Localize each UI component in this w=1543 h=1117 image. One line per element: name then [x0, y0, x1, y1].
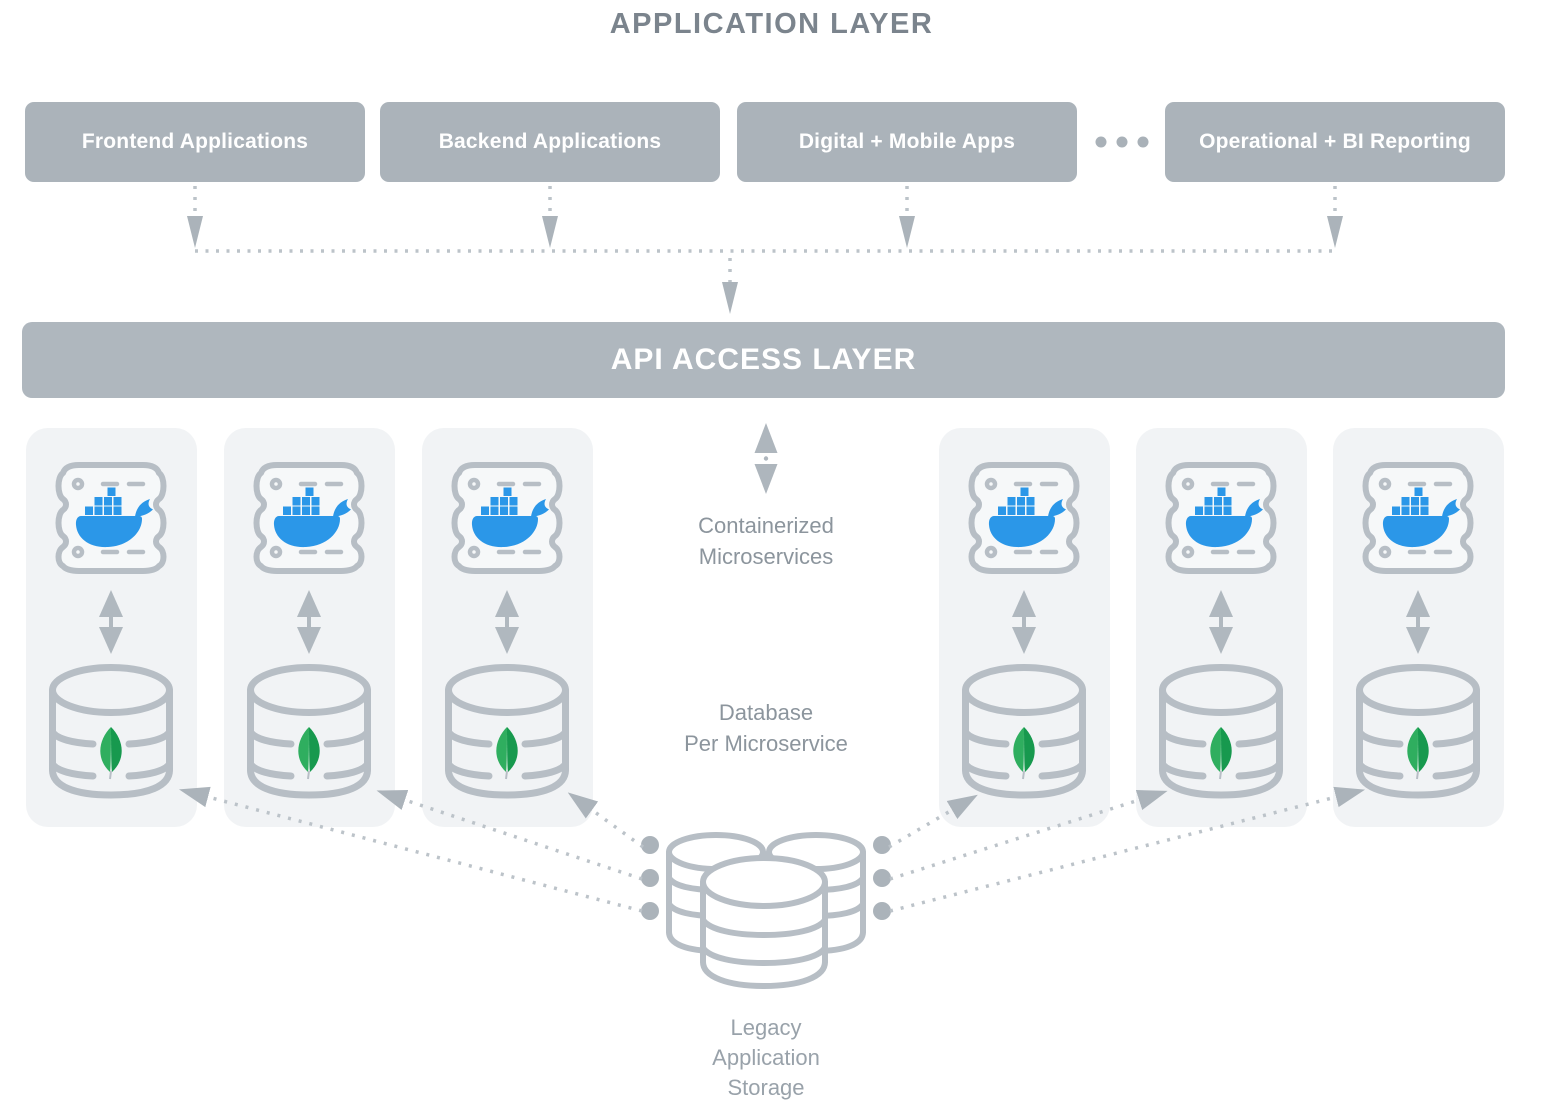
container-detail-marks — [269, 477, 344, 559]
api-access-layer-bar: API ACCESS LAYER — [22, 322, 1505, 398]
application-box-backend: Backend Applications — [380, 102, 720, 182]
application-box-label: Frontend Applications — [81, 130, 309, 153]
legacy-storage-icon — [666, 832, 866, 990]
mongodb-database-icon — [1356, 664, 1480, 799]
bidirectional-arrow-icon — [297, 590, 321, 654]
mongodb-leaf-icon — [298, 727, 320, 780]
app-to-api-arrows — [187, 186, 1343, 314]
docker-whale-icon — [273, 487, 351, 548]
mongodb-leaf-icon — [1407, 727, 1429, 780]
application-box-frontend: Frontend Applications — [25, 102, 365, 182]
docker-container-icon — [1165, 462, 1277, 574]
mongodb-database-icon — [49, 664, 173, 799]
database-per-microservice-label: Database Per Microservice — [684, 700, 848, 756]
container-detail-marks — [467, 477, 542, 559]
ellipsis-dots — [1095, 136, 1149, 148]
mongodb-database-icon — [962, 664, 1086, 799]
container-detail-marks — [984, 477, 1059, 559]
docker-whale-icon — [1382, 487, 1460, 548]
mongodb-database-icon — [247, 664, 371, 799]
application-box-operational-bi: Operational + BI Reporting — [1165, 102, 1505, 182]
microservice-card — [1333, 428, 1504, 827]
docker-container-icon — [55, 462, 167, 574]
application-box-label: Backend Applications — [438, 130, 662, 153]
microservice-card — [26, 428, 197, 827]
legacy-application-storage-label: Legacy Application Storage — [712, 1015, 820, 1100]
microservice-card — [224, 428, 395, 827]
application-box-label: Digital + Mobile Apps — [798, 130, 1016, 153]
mongodb-leaf-icon — [1210, 727, 1232, 780]
microservice-card — [939, 428, 1110, 827]
containerized-microservices-label: Containerized Microservices — [698, 513, 834, 569]
bidirectional-arrow-icon — [1406, 590, 1430, 654]
api-access-layer-label: API ACCESS LAYER — [610, 343, 917, 376]
container-detail-marks — [1378, 477, 1453, 559]
docker-container-icon — [1362, 462, 1474, 574]
mongodb-leaf-icon — [100, 727, 122, 780]
container-detail-marks — [71, 477, 146, 559]
docker-whale-icon — [471, 487, 549, 548]
bidirectional-arrow-icon — [1209, 590, 1233, 654]
container-detail-marks — [1181, 477, 1256, 559]
bidirectional-arrow-icon — [495, 590, 519, 654]
page-title: APPLICATION LAYER — [609, 8, 934, 40]
application-box-digital-mobile: Digital + Mobile Apps — [737, 102, 1077, 182]
docker-whale-icon — [988, 487, 1066, 548]
api-to-microservices-double-arrow — [754, 423, 778, 494]
mongodb-database-icon — [445, 664, 569, 799]
bidirectional-arrow-icon — [1012, 590, 1036, 654]
docker-container-icon — [253, 462, 365, 574]
docker-whale-icon — [75, 487, 153, 548]
application-box-label: Operational + BI Reporting — [1199, 130, 1471, 153]
docker-container-icon — [451, 462, 563, 574]
mongodb-database-icon — [1159, 664, 1283, 799]
docker-container-icon — [968, 462, 1080, 574]
docker-whale-icon — [1185, 487, 1263, 548]
bidirectional-arrow-icon — [99, 590, 123, 654]
microservice-card — [1136, 428, 1307, 827]
microservice-card — [422, 428, 593, 827]
mongodb-leaf-icon — [496, 727, 518, 780]
mongodb-leaf-icon — [1013, 727, 1035, 780]
